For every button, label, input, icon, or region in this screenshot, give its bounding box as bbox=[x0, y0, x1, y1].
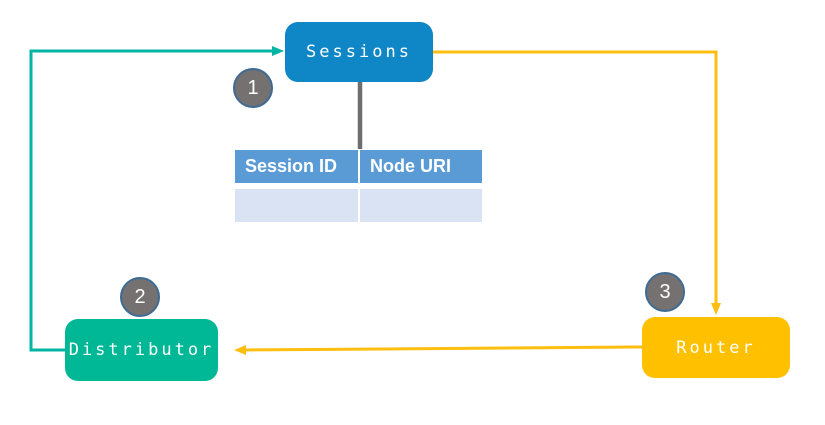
step-badge-1-number: 1 bbox=[247, 76, 259, 99]
node-sessions-label: Sessions bbox=[306, 42, 412, 62]
step-badge-2-number: 2 bbox=[134, 285, 146, 308]
table-row bbox=[235, 189, 482, 222]
connector-distributor-to-sessions-arrow bbox=[29, 46, 284, 352]
session-node-table: Session ID Node URI bbox=[235, 150, 482, 222]
connector-router-to-distributor-arrow bbox=[234, 344, 643, 355]
table-header-node-uri: Node URI bbox=[360, 150, 482, 183]
table-cell-session-id bbox=[235, 189, 358, 222]
node-distributor-label: Distributor bbox=[68, 340, 215, 360]
connector-sessions-to-router-arrow bbox=[433, 50, 721, 315]
table-header-session-id: Session ID bbox=[235, 150, 358, 183]
node-router-label: Router bbox=[676, 337, 756, 358]
node-distributor: Distributor bbox=[65, 319, 218, 381]
table-header-row: Session ID Node URI bbox=[235, 150, 482, 183]
node-sessions: Sessions bbox=[285, 22, 433, 82]
step-badge-3: 3 bbox=[645, 272, 685, 312]
step-badge-3-number: 3 bbox=[659, 280, 671, 303]
step-badge-1: 1 bbox=[233, 68, 273, 108]
table-cell-node-uri bbox=[360, 189, 482, 222]
step-badge-2: 2 bbox=[120, 277, 160, 317]
node-router: Router bbox=[642, 317, 790, 378]
